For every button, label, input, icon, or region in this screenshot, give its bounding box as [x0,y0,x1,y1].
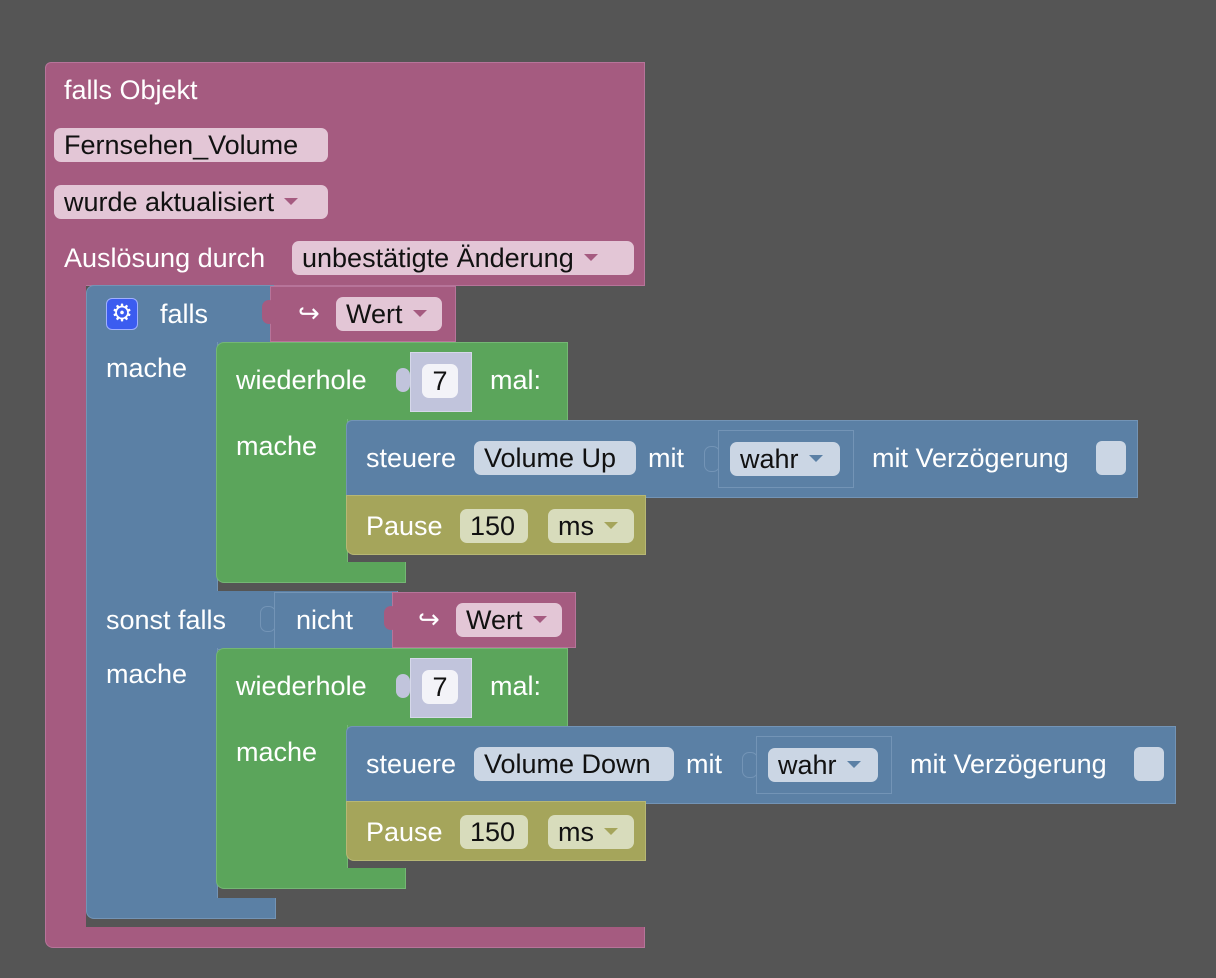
control2-target-field[interactable]: Volume Down [474,747,674,781]
pause1-unit-text: ms [558,511,594,541]
if-block-spine-1 [86,342,218,592]
else-if-label: sonst falls [106,605,227,635]
if-label: falls [160,299,209,329]
do-label-2: mache [106,659,188,689]
repeat1-count-input[interactable]: 7 [422,364,458,398]
control1-with-label: mit [648,443,684,473]
repeat1-spine [216,419,348,565]
repeat1-suffix: mal: [490,365,542,395]
gear-icon[interactable]: ⚙ [106,298,138,330]
repeat2-count-input[interactable]: 7 [422,670,458,704]
repeat1-count-connector [396,368,410,392]
chevron-down-icon [284,198,299,206]
control1-value-text: wahr [740,444,799,474]
pause2-value-input[interactable]: 150 [460,815,528,849]
event-block-spine [45,283,86,944]
control2-with-label: mit [686,749,722,779]
object-id-text: Fernsehen_Volume [64,130,299,160]
event-type-dropdown[interactable]: wurde aktualisiert [54,185,328,219]
pause2-unit-dropdown[interactable]: ms [548,815,634,849]
repeat1-count-text: 7 [432,366,448,396]
pause1-value-input[interactable]: 150 [460,509,528,543]
condition2-variable-text: Wert [466,605,523,635]
return-arrow-icon: ↪ [418,604,440,634]
control1-target-field[interactable]: Volume Up [474,441,636,475]
repeat2-header[interactable] [216,648,568,728]
condition1-variable-dropdown[interactable]: Wert [336,297,442,331]
condition1-variable-text: Wert [346,299,403,329]
trigger-text: unbestätigte Änderung [302,243,574,273]
object-id-field[interactable]: Fernsehen_Volume [54,128,328,162]
control2-label: steuere [366,749,457,779]
pause2-unit-text: ms [558,817,594,847]
repeat2-suffix: mal: [490,671,542,701]
repeat1-header[interactable] [216,342,568,422]
trigger-label: Auslösung durch [64,243,266,273]
control2-delay-label: mit Verzögerung [910,749,1107,779]
control1-delay-label: mit Verzögerung [872,443,1069,473]
event-block-title: falls Objekt [64,75,198,105]
pause2-value-text: 150 [470,817,516,847]
chevron-down-icon [412,310,427,318]
pause1-value-text: 150 [470,511,516,541]
chevron-down-icon [583,254,598,262]
repeat2-do-label: mache [236,737,318,767]
return-arrow-icon: ↪ [298,298,320,328]
repeat1-footer [216,562,406,583]
repeat2-count-text: 7 [432,672,448,702]
repeat2-count-connector [396,674,410,698]
do-label-1: mache [106,353,188,383]
pause1-label: Pause [366,511,443,541]
repeat2-spine [216,725,348,871]
condition2-variable-connector [384,606,398,630]
condition2-variable-dropdown[interactable]: Wert [456,603,562,637]
control1-value-dropdown[interactable]: wahr [730,442,840,476]
chevron-down-icon [808,455,823,463]
chevron-down-icon [604,828,618,836]
if-block-footer [86,898,276,919]
chevron-down-icon [532,616,547,624]
control1-target-text: Volume Up [484,443,617,473]
condition1-connector [262,300,276,324]
trigger-dropdown[interactable]: unbestätigte Änderung [292,241,634,275]
control1-label: steuere [366,443,457,473]
control1-delay-checkbox[interactable] [1096,441,1126,475]
repeat2-label: wiederhole [236,671,367,701]
event-block-footer [45,927,645,948]
repeat2-footer [216,868,406,889]
control2-value-text: wahr [778,750,837,780]
not-block[interactable] [274,592,400,649]
control2-value-dropdown[interactable]: wahr [768,748,878,782]
repeat1-do-label: mache [236,431,318,461]
control2-delay-checkbox[interactable] [1134,747,1164,781]
chevron-down-icon [604,522,618,530]
pause2-label: Pause [366,817,443,847]
pause1-unit-dropdown[interactable]: ms [548,509,634,543]
repeat1-label: wiederhole [236,365,367,395]
control2-target-text: Volume Down [484,749,651,779]
event-type-text: wurde aktualisiert [64,187,275,217]
chevron-down-icon [846,761,861,769]
not-label: nicht [296,605,354,635]
